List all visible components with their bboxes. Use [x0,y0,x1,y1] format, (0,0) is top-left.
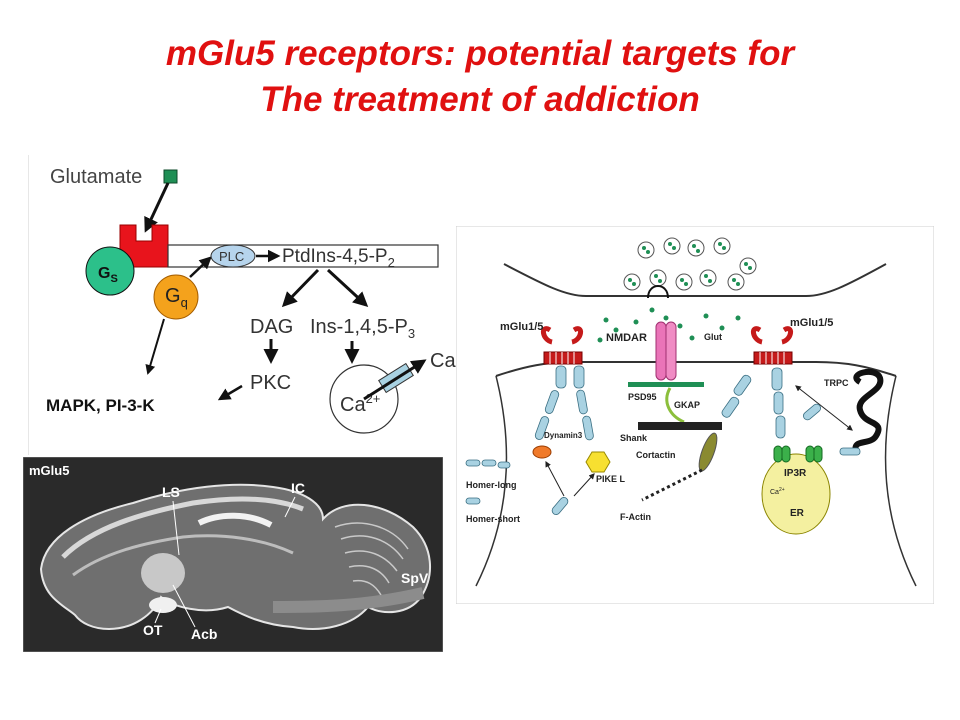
glutamate-label: Glutamate [50,166,142,188]
postsynaptic-membrane [495,361,897,377]
homer-chain-right [721,367,786,439]
ca-release-arrow [363,359,427,401]
homer-chain-left [534,365,594,441]
brain-spv-label: SpV [401,570,429,586]
ca-released-label: Ca [430,350,456,372]
brain-ls-label: LS [162,484,180,500]
hippocampus-signal [197,512,273,528]
cerebellum-folds [334,522,409,596]
nmdar-channel-icon [655,321,677,381]
trpc-label: TRPC [824,378,849,388]
gq-to-mapk-arrow [145,318,165,375]
gq-to-plc-arrow [189,256,212,278]
slide-title-line2: The treatment of addiction [260,80,700,119]
pike-icon [585,451,611,473]
receptor-icon [119,224,169,268]
cortex-signal [61,496,304,559]
mglu-right-label: mGlu1/5 [790,317,833,329]
shank-bar [638,422,722,430]
signaling-pathway-diagram: Glutamate GS Gq PLC PtdIns-4,5-P2 DAG In… [28,155,460,455]
glut-label: Glut [704,332,722,342]
dag-label: DAG [250,316,293,338]
nmdar-label: NMDAR [606,332,647,344]
plc-label: PLC [219,249,244,264]
psd95-label: PSD95 [628,392,657,402]
glutamate-ligand-icon [163,169,178,184]
brain-section-image: mGlu5 LS IC SpV OT Acb [23,457,443,652]
gkap-icon [665,387,685,424]
brain-mglu5-label: mGlu5 [29,463,69,478]
slide-title-line1: mGlu5 receptors: potential targets for [165,34,795,73]
vesicle-fusion-icon [647,285,669,299]
plc-icon [210,244,256,268]
pkc-to-mapk-arrow [217,384,243,401]
mapk-label: MAPK, PI-3-K [46,396,155,415]
f-actin-label: F-Actin [620,512,651,522]
er-calcium-label: Ca2+ [770,487,785,496]
ip3r-label: IP3R [784,468,807,479]
shank-label: Shank [620,433,648,443]
cortactin-label: Cortactin [636,450,676,460]
glutamate-binding-arrow [144,182,170,233]
brain-ic-label: IC [291,480,305,496]
ip3-label: Ins-1,4,5-P3 [310,316,415,341]
brain-acb-label: Acb [191,626,217,642]
pkc-label: PKC [250,372,291,394]
presynaptic-membrane [503,263,887,297]
f-actin-filament [641,468,703,502]
trpc-channel-icon [852,368,884,453]
er-icon [761,453,831,535]
mglu-left-receptor-icon [541,326,583,365]
pike-label: PIKE L [596,474,626,484]
gs-protein-icon [85,246,135,296]
homer-short-icon [465,497,481,505]
brain-outline-icon [39,483,431,631]
homer-long-icon [465,459,511,469]
gkap-label: GKAP [674,400,700,410]
psd95-bar [628,382,704,387]
brain-ot-label: OT [143,622,163,638]
mglu-left-label: mGlu1/5 [500,321,543,333]
gs-label: GS [98,265,118,285]
homer-short-label: Homer-short [466,514,520,524]
olfactory-tubercle-signal [149,597,177,613]
synaptic-vesicles [623,237,757,291]
synapse-scaffold-diagram: mGlu1/5 mGlu1/5 NMDAR Glut PSD95 GKAP Sh… [456,226,934,604]
pip2-to-ip3-arrow [326,268,369,308]
ip3r-channel-icon [773,445,823,463]
homer-long-label: Homer-long [466,480,517,490]
mglu-right-receptor-icon [751,326,793,365]
pip2-label: PtdIns-4,5-P2 [282,246,395,270]
dynamin-label: Dynamin3 [544,431,583,440]
dynamin-icon [532,445,552,459]
gq-label: Gq [165,285,188,310]
pip2-to-dag-arrow [281,268,320,308]
er-label: ER [790,508,805,519]
gq-protein-icon [153,274,199,320]
striatum-signal [141,553,185,593]
